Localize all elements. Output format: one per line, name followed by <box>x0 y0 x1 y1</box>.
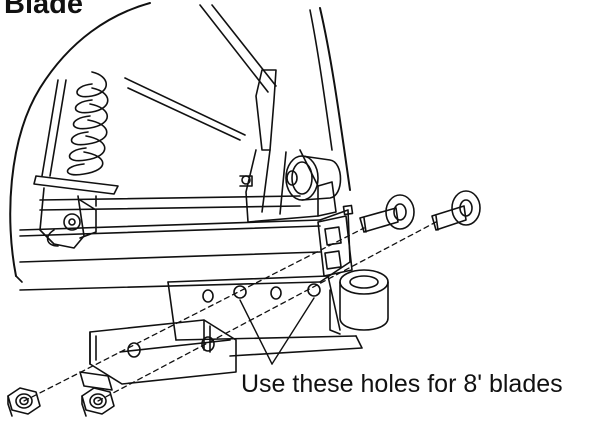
callout-leader-lines <box>239 297 315 365</box>
spring-bracket <box>39 187 97 249</box>
edge-hole-3 <box>270 286 282 300</box>
moldboard-curve <box>319 7 351 191</box>
hole-callout-label: Use these holes for 8' blades <box>241 370 563 398</box>
hex-nut-left <box>7 387 41 417</box>
mounting-plate <box>317 204 354 277</box>
edge-hole-2 <box>233 285 247 299</box>
trip-arm-bracket <box>239 69 342 223</box>
skid-shoe-collar <box>329 269 389 335</box>
pivot-frame <box>15 195 351 291</box>
carriage-bolt-right <box>431 190 481 231</box>
cutting-edge <box>167 275 363 357</box>
edge-hole-4 <box>307 283 321 297</box>
moldboard-inner-curve <box>309 9 333 151</box>
detail-circle-outline <box>9 2 151 277</box>
edge-hole-1 <box>202 289 214 303</box>
adapter-bracket <box>79 319 237 391</box>
upper-frame <box>124 4 277 141</box>
carriage-bolt-left <box>359 194 415 233</box>
hex-nut-right <box>81 387 115 417</box>
section-heading: Blade <box>4 0 83 20</box>
bolt-alignment-lines <box>23 221 437 402</box>
trip-spring <box>33 71 119 195</box>
